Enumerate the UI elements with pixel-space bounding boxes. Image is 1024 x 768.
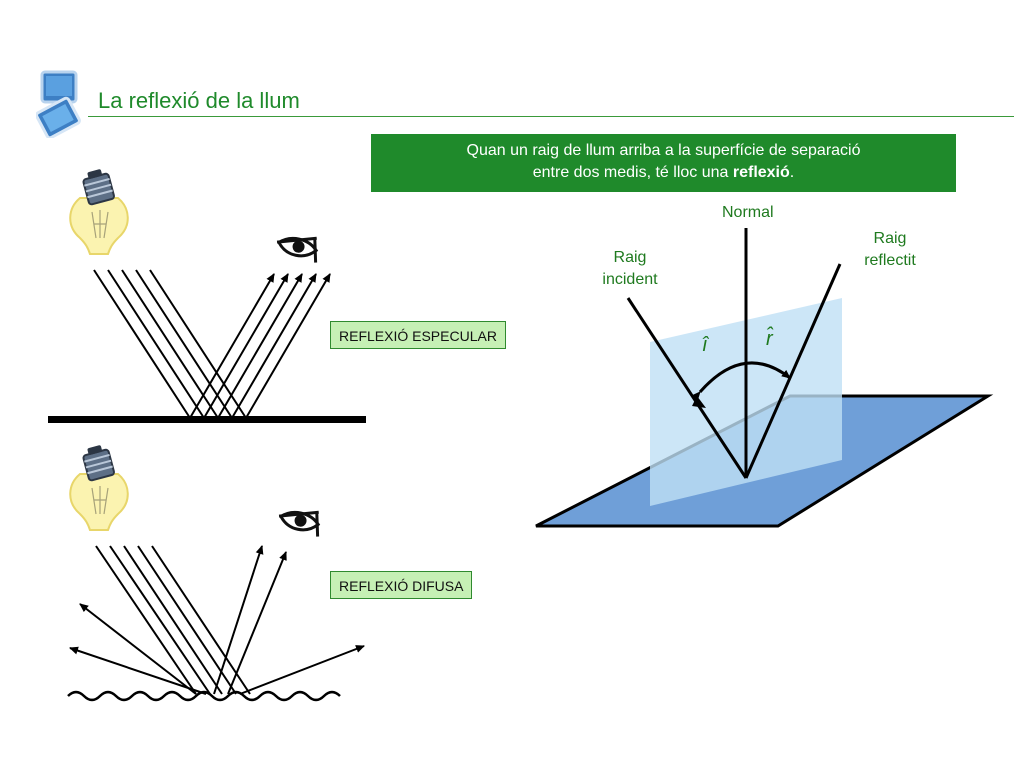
incident-label-line-2: incident <box>602 271 658 288</box>
smooth-surface <box>48 416 366 423</box>
incident-label-line-1: Raig <box>613 249 647 266</box>
eye-icon-bottom <box>275 502 325 539</box>
intro-line-1: Quan un raig de llum arriba a la superfí… <box>466 142 861 159</box>
angle-reflection-label: r̂ <box>766 328 773 350</box>
intro-line-2-suffix: . <box>789 164 795 181</box>
intro-keyword: reflexió <box>732 164 790 181</box>
bulb-icon-bottom <box>69 442 129 531</box>
slide-logo-icon <box>35 70 86 140</box>
intro-box: Quan un raig de llum arriba a la superfí… <box>371 134 956 192</box>
reflected-ray-label: Raig reflectit <box>852 228 928 272</box>
title-divider <box>88 116 1014 117</box>
reflected-label-line-1: Raig <box>873 230 907 247</box>
reflected-ray <box>744 263 842 479</box>
specular-reflection-label: REFLEXIÓ ESPECULAR <box>330 321 506 349</box>
bulb-icon-top <box>69 166 129 255</box>
eye-icon-top <box>273 228 323 265</box>
rough-surface <box>67 690 341 702</box>
incident-ray-label: Raig incident <box>594 247 666 291</box>
intro-line-2: entre dos medis, té lloc una reflexió. <box>371 162 956 184</box>
angle-incidence-label: î <box>702 334 708 356</box>
angle-arc <box>691 361 791 401</box>
diffuse-rays <box>69 545 365 695</box>
page-title: La reflexió de la llum <box>98 88 300 113</box>
normal-label: Normal <box>722 204 774 221</box>
intro-line-2-prefix: entre dos medis, té lloc una <box>532 164 733 181</box>
reflected-label-line-2: reflectit <box>864 252 916 269</box>
specular-rays <box>93 269 331 419</box>
diffuse-reflection-label: REFLEXIÓ DIFUSA <box>330 571 473 599</box>
